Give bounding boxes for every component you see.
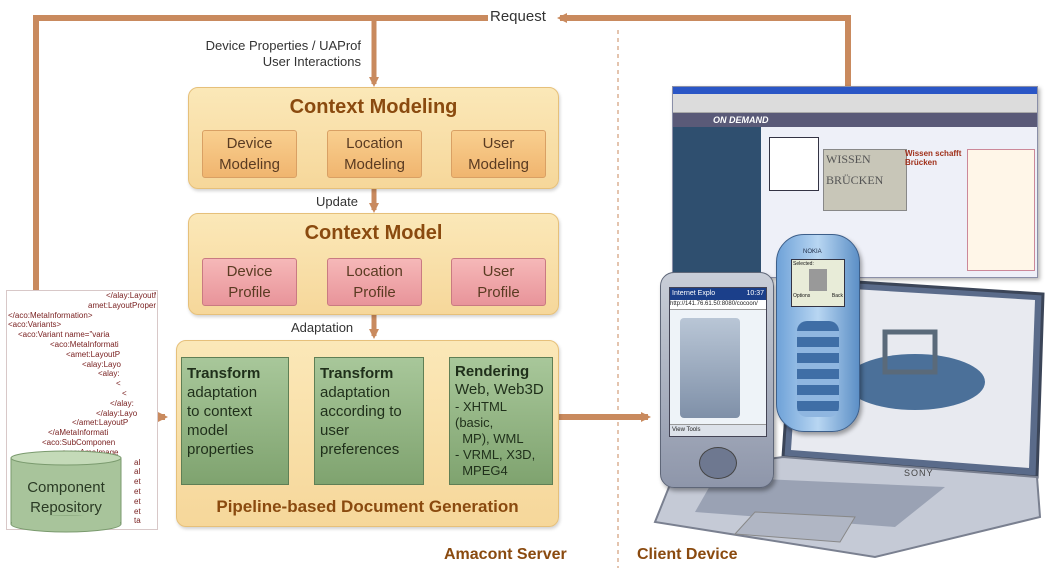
code-line: <aco:Variants> [8,320,62,330]
request-label: Request [490,8,546,25]
code-line: et [134,487,141,496]
stage2-line: adaptation [320,384,391,401]
repository-line1: Component [27,479,105,496]
code-line: <aco:MetaInformati [50,340,119,349]
context-model-title: Context Model [304,222,443,244]
user-profile-line2: Profile [477,284,520,301]
location-modeling-line1: Location [346,135,403,152]
code-line: </alay:LayoutManag [106,291,156,300]
pipeline-title: Pipeline-based Document Generation [216,497,519,516]
repository-line2: Repository [30,499,102,516]
code-line: < [122,389,127,398]
transform-context-stage: Transform adaptation to context model pr… [181,357,289,485]
code-line: </aco:MetaInformation> [8,310,93,320]
repository-label: Component Repository [10,478,122,518]
user-profile-line1: User [482,263,515,280]
code-line: < [116,379,121,389]
browser-window: ON DEMAND WISSEN BRÜCKEN Wissen schafft … [672,86,1038,278]
pda-device: Internet Explo 10:37 http://141.76.61.50… [660,272,774,488]
device-modeling-line1: Device [226,135,273,152]
device-properties-label: Device Properties / UAProf [205,38,361,53]
code-line: <aco:Variant name="varia [18,330,110,340]
phone-screen-line3: Back [831,293,843,299]
code-line: <alay:Layo [82,359,121,369]
stage1-line: adaptation [187,384,258,401]
code-line: al [134,467,141,477]
stage2-head: Transform [320,365,394,382]
code-line: </alay: [110,398,134,408]
phone-screen-line1: Selected: [793,261,814,267]
stage2-line: according to [320,403,402,420]
stage3-item: - VRML, X3D, [455,447,536,462]
code-line: </aMetaInformati [48,428,109,438]
update-label: Update [316,194,358,209]
code-line: <aco:SubComponen [42,438,116,447]
device-modeling-line2: Modeling [219,156,280,173]
mobile-phone: NOKIA Selected: Options Back [776,234,860,432]
location-profile-line2: Profile [353,284,396,301]
pda-url: http://141.76.61.50:8080/cocoon/ [670,300,766,310]
pda-time: 10:37 [746,290,764,297]
stage2-line: user [320,422,350,439]
context-modeling-title: Context Modeling [289,96,458,118]
user-modeling-line2: Modeling [468,156,529,173]
stage3-sub: Web, Web3D [455,381,544,398]
user-modeling-line1: User [482,135,515,152]
device-profile-line2: Profile [228,284,271,301]
code-line: et [134,496,141,506]
client-device-label: Client Device [637,546,738,563]
promo-title: Wissen schafft Brücken [905,149,962,167]
promo-line1: WISSEN [826,152,871,166]
pda-app-title: Internet Explo [672,290,716,297]
stage2-line: preferences [320,441,400,458]
device-profile-line1: Device [226,263,273,280]
code-line: <alay: [98,369,120,379]
component-repository-cylinder [10,450,122,533]
code-line: amet:LayoutProperties> [88,300,156,310]
amacont-server-label: Amacont Server [444,546,567,563]
location-profile-line1: Location [346,263,403,280]
code-line: ta [134,516,141,526]
code-line: <amet:LayoutP [66,349,121,359]
rendering-stage: Rendering Web, Web3D - XHTML (basic, MP)… [449,357,553,485]
user-interactions-label: User Interactions [262,54,361,69]
stage3-item: MPEG4 [455,463,508,478]
phone-screen-line2: Options [793,293,811,299]
phone-brand: NOKIA [803,249,822,255]
stage1-line: model [187,422,228,439]
pda-menu: View Tools [670,424,766,436]
stage3-item: - XHTML (basic, [455,399,507,430]
pipeline-panel: Transform adaptation to context model pr… [176,340,559,527]
stage1-head: Transform [187,365,261,382]
request-arrow [557,13,851,95]
adaptation-label: Adaptation [291,320,354,335]
location-modeling-line2: Modeling [344,156,405,173]
stage1-line: properties [187,441,254,458]
code-snippet-lines: </alay:LayoutManagamet:LayoutProperties>… [6,291,156,527]
code-line: </amet:LayoutP [72,418,129,428]
transform-preferences-stage: Transform adaptation according to user p… [314,357,424,485]
code-line: et [134,506,141,516]
laptop-brand: SONY [904,468,934,478]
promo-line2: BRÜCKEN [826,173,884,187]
code-line: </alay:Layo [96,408,138,418]
stage1-line: to context [187,403,253,420]
stage3-head: Rendering [455,363,530,380]
code-line: al [134,457,141,467]
stage3-item: MP), WML [455,431,524,446]
code-line: et [134,477,141,487]
browser-banner: ON DEMAND [673,113,1037,127]
